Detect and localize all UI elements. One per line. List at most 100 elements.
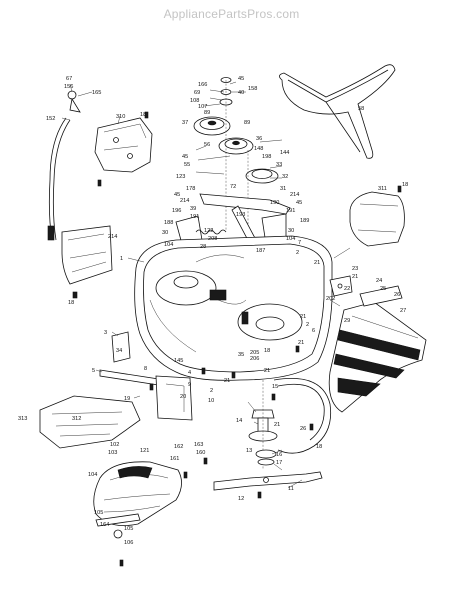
callout-103: 103 xyxy=(108,450,117,456)
mower-blade[interactable] xyxy=(213,471,323,491)
watermark: AppliancePartsPros.com xyxy=(163,7,300,21)
deflector-214[interactable] xyxy=(61,225,113,285)
callout-164: 164 xyxy=(100,522,109,528)
callout-89b: 89 xyxy=(244,120,250,126)
callout-102: 102 xyxy=(110,442,119,448)
callout-45a: 45 xyxy=(238,76,244,82)
bracket-21[interactable] xyxy=(329,275,353,297)
callout-21b: 21 xyxy=(352,274,358,280)
callout-190: 190 xyxy=(270,200,279,206)
callout-105b: 105 xyxy=(124,526,133,532)
callout-1: 1 xyxy=(120,256,123,262)
callout-202: 202 xyxy=(326,296,335,302)
spindle-cover[interactable] xyxy=(93,461,182,527)
callout-33: 33 xyxy=(276,162,282,168)
callout-104c: 104 xyxy=(88,472,97,478)
callout-23: 23 xyxy=(352,266,358,272)
bracket-27[interactable] xyxy=(359,285,403,307)
callout-123: 123 xyxy=(176,174,185,180)
callout-193: 193 xyxy=(236,212,245,218)
blade-adapter[interactable] xyxy=(255,449,277,466)
callout-28: 28 xyxy=(200,244,206,250)
belt-26[interactable] xyxy=(273,378,332,454)
callout-26b: 26 xyxy=(300,426,306,432)
callout-104: 104 xyxy=(286,236,295,242)
callout-9: 9 xyxy=(188,382,191,388)
callout-20: 20 xyxy=(180,394,186,400)
callout-18a: 18 xyxy=(140,112,146,118)
callout-32: 32 xyxy=(282,174,288,180)
callout-69: 69 xyxy=(194,90,200,96)
callout-148: 148 xyxy=(254,146,263,152)
leader-lines xyxy=(61,81,351,489)
callout-165: 165 xyxy=(92,90,101,96)
callout-3: 3 xyxy=(104,330,107,336)
callout-6: 6 xyxy=(312,328,315,334)
callout-104b: 104 xyxy=(164,242,173,248)
callout-34: 34 xyxy=(116,348,122,354)
drive-belt[interactable] xyxy=(279,64,396,159)
callout-166: 166 xyxy=(198,82,207,88)
stabilizer-link[interactable] xyxy=(99,369,193,421)
callout-7: 7 xyxy=(298,240,301,246)
front-hanger-3[interactable] xyxy=(111,331,131,363)
callout-45d: 45 xyxy=(296,200,302,206)
hardware-bolts xyxy=(72,111,402,567)
callout-39: 39 xyxy=(190,206,196,212)
callout-12: 12 xyxy=(238,496,244,502)
callout-2b: 2 xyxy=(306,322,309,328)
guard-312[interactable] xyxy=(39,395,141,449)
callout-4: 4 xyxy=(188,370,191,376)
callout-187: 187 xyxy=(256,248,265,254)
pulley-32[interactable] xyxy=(245,168,279,184)
callout-21e: 21 xyxy=(224,378,230,384)
callout-30b: 30 xyxy=(288,228,294,234)
callout-27: 27 xyxy=(400,308,406,314)
callout-16: 16 xyxy=(276,452,282,458)
callout-105: 105 xyxy=(94,510,103,516)
cable-assembly[interactable] xyxy=(47,90,81,241)
callout-144: 144 xyxy=(280,150,289,156)
bracket-310[interactable] xyxy=(94,117,153,173)
idler-pulley-36[interactable] xyxy=(218,137,254,155)
anti-scalp-bracket[interactable] xyxy=(95,513,141,539)
callout-18e: 18 xyxy=(316,444,322,450)
callout-36: 36 xyxy=(256,136,262,142)
callout-312: 312 xyxy=(72,416,81,422)
callout-21a: 21 xyxy=(314,260,320,266)
callout-152: 152 xyxy=(46,116,55,122)
callout-55: 55 xyxy=(184,162,190,168)
callout-122: 122 xyxy=(204,228,213,234)
callout-158: 158 xyxy=(248,86,257,92)
callout-13: 13 xyxy=(246,448,252,454)
callout-191b: 191 xyxy=(190,214,199,220)
callout-22: 22 xyxy=(344,286,350,292)
callout-40: 40 xyxy=(238,90,244,96)
callout-203: 205 xyxy=(250,350,259,356)
idler-pulley-37[interactable] xyxy=(193,116,231,136)
callout-18c: 18 xyxy=(402,182,408,188)
callout-214c: 214 xyxy=(108,234,117,240)
callout-208: 208 xyxy=(208,236,217,242)
callout-8: 8 xyxy=(144,366,147,372)
callout-24: 24 xyxy=(376,278,382,284)
callout-18d: 18 xyxy=(264,348,270,354)
spindle-assembly-14[interactable] xyxy=(248,380,278,470)
mower-deck-housing[interactable] xyxy=(134,235,333,381)
callout-196: 196 xyxy=(172,208,181,214)
callout-29: 29 xyxy=(344,318,350,324)
callout-14: 14 xyxy=(236,418,242,424)
callout-313: 313 xyxy=(18,416,27,422)
callout-156: 156 xyxy=(64,84,73,90)
callout-311: 311 xyxy=(378,186,387,192)
discharge-chute-29[interactable] xyxy=(328,301,427,413)
callout-58: 58 xyxy=(358,106,364,112)
callout-163: 163 xyxy=(194,442,203,448)
spring-28[interactable] xyxy=(195,229,227,235)
callout-37: 37 xyxy=(182,120,188,126)
callout-30: 30 xyxy=(162,230,168,236)
callout-107: 107 xyxy=(198,104,207,110)
callout-214a: 214 xyxy=(290,192,299,198)
chute-311[interactable] xyxy=(349,191,405,247)
